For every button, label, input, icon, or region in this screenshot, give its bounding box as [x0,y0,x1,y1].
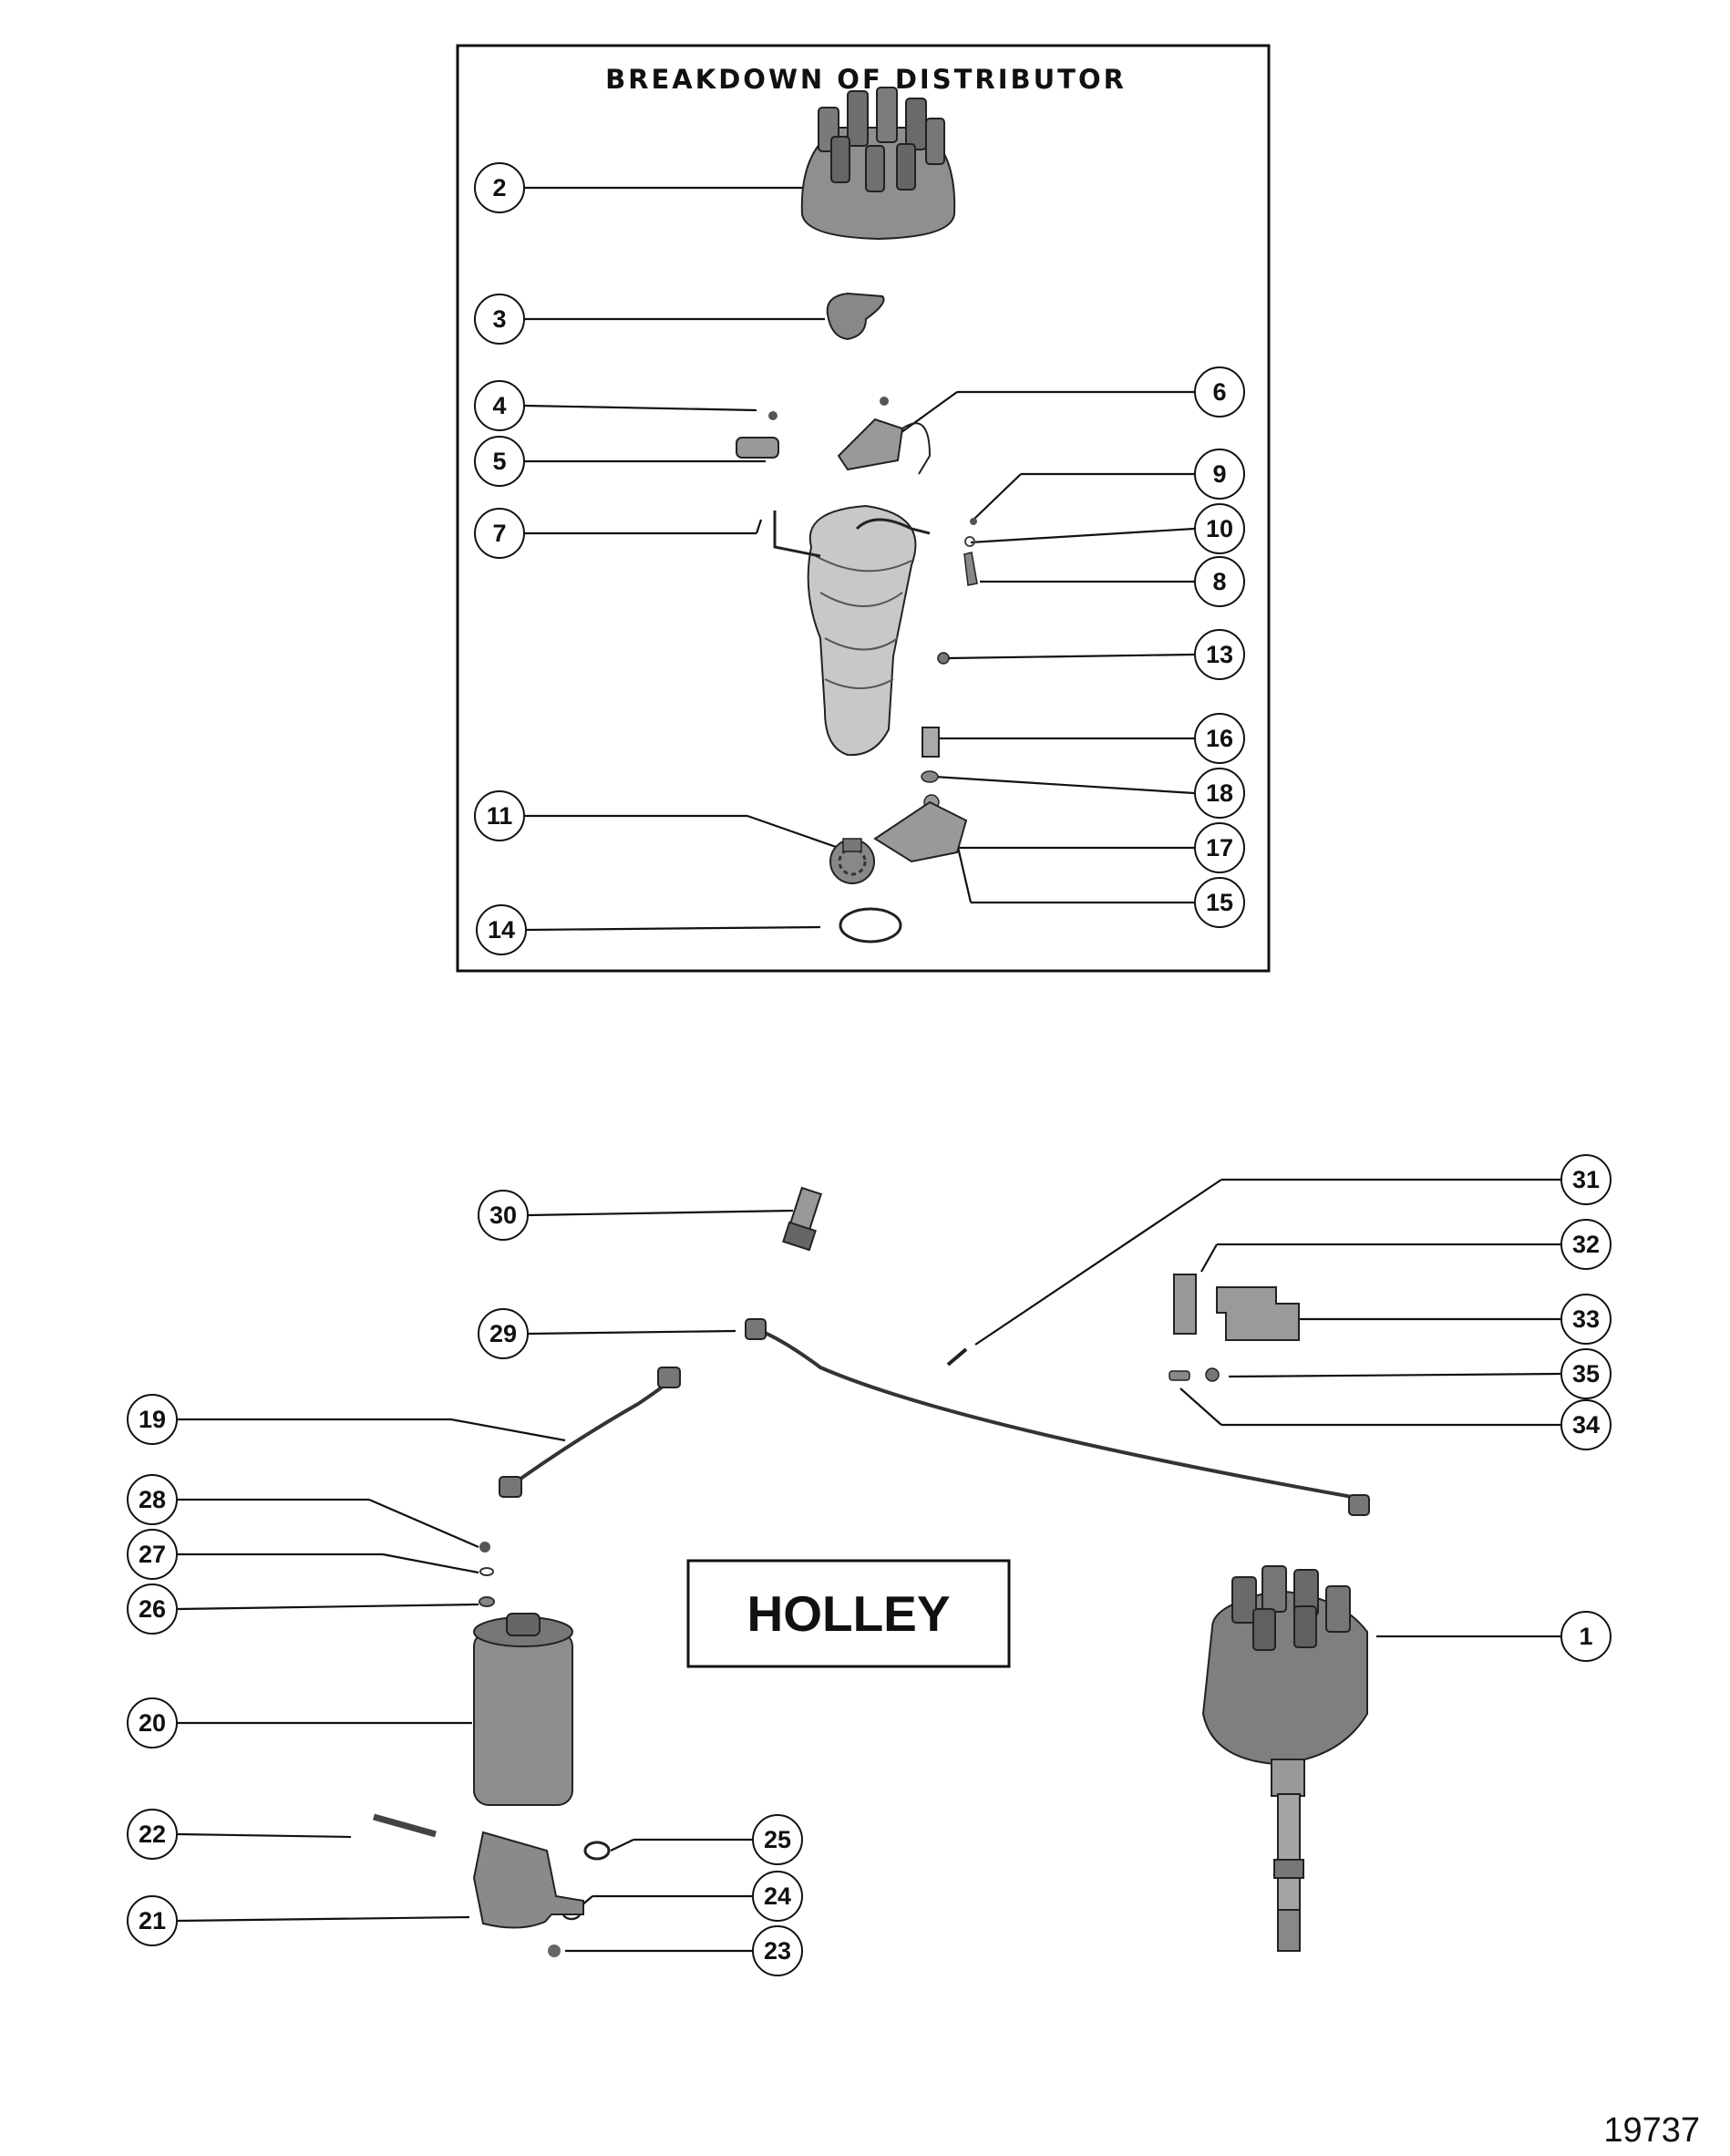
washer-35 [1205,1367,1220,1382]
callout-32[interactable]: 32 [1560,1219,1612,1270]
callout-29[interactable]: 29 [478,1308,529,1359]
washer-27 [479,1567,494,1576]
callout-34[interactable]: 34 [1560,1399,1612,1450]
callout-18[interactable]: 18 [1194,768,1245,819]
inset-frame [456,44,1271,973]
callout-9[interactable]: 9 [1194,449,1245,500]
callout-35[interactable]: 35 [1560,1348,1612,1399]
callout-5[interactable]: 5 [474,436,525,487]
part-9 [970,518,977,525]
callout-3[interactable]: 3 [474,294,525,345]
bolt-22 [373,1813,437,1838]
coil-bracket [472,1831,584,1929]
callout-4[interactable]: 4 [474,380,525,431]
callout-28[interactable]: 28 [127,1474,178,1525]
holley-label: HOLLEY [747,1585,951,1642]
callout-25[interactable]: 25 [752,1814,803,1865]
condenser [736,437,779,459]
screw-34 [1169,1370,1190,1381]
washer-25 [583,1841,611,1861]
holley-box [686,1559,1011,1668]
distributor-housing [773,504,931,757]
callout-19[interactable]: 19 [127,1394,178,1445]
ignition-coil [473,1613,573,1806]
callout-21[interactable]: 21 [127,1895,178,1946]
o-ring [839,907,902,944]
part-13 [937,652,950,665]
callout-11[interactable]: 11 [474,790,525,841]
distributor-assembly [1201,1565,1368,1952]
callout-31[interactable]: 31 [1560,1154,1612,1205]
callout-2[interactable]: 2 [474,162,525,213]
callout-13[interactable]: 13 [1194,629,1245,680]
washer-26 [479,1596,495,1607]
spark-plug-wire [756,1327,1368,1501]
bracket-33 [1216,1286,1300,1341]
weight-8 [963,552,978,586]
washer-18 [921,770,939,783]
rotor [826,292,885,341]
clamp-15 [873,800,968,863]
callout-17[interactable]: 17 [1194,822,1245,873]
strap-32 [1173,1274,1197,1335]
callout-33[interactable]: 33 [1560,1294,1612,1345]
screw-4 [768,411,777,420]
bolt-16 [922,727,940,758]
callout-22[interactable]: 22 [127,1809,178,1860]
callout-1[interactable]: 1 [1560,1611,1612,1662]
callout-16[interactable]: 16 [1194,713,1245,764]
breaker-points [837,418,904,471]
coil-wire [509,1375,676,1488]
callout-24[interactable]: 24 [752,1871,803,1922]
callout-30[interactable]: 30 [478,1190,529,1241]
callout-8[interactable]: 8 [1194,556,1245,607]
callout-7[interactable]: 7 [474,508,525,559]
callout-14[interactable]: 14 [476,904,527,955]
nut-28 [479,1542,490,1553]
spark-plug [782,1186,822,1252]
leader-lines [177,186,1561,1953]
callout-15[interactable]: 15 [1194,877,1245,928]
pin-31 [946,1347,968,1367]
callout-20[interactable]: 20 [127,1697,178,1749]
callout-26[interactable]: 26 [127,1583,178,1635]
callout-10[interactable]: 10 [1194,503,1245,554]
nut-23 [548,1945,561,1957]
drive-gear [829,838,875,884]
figure-number: 19737 [1603,2111,1700,2150]
part-10 [964,536,975,547]
callout-6[interactable]: 6 [1194,366,1245,418]
callout-23[interactable]: 23 [752,1925,803,1976]
callout-27[interactable]: 27 [127,1529,178,1580]
distributor-cap [800,87,956,241]
inset-title: BREAKDOWN OF DISTRIBUTOR [605,64,1127,95]
